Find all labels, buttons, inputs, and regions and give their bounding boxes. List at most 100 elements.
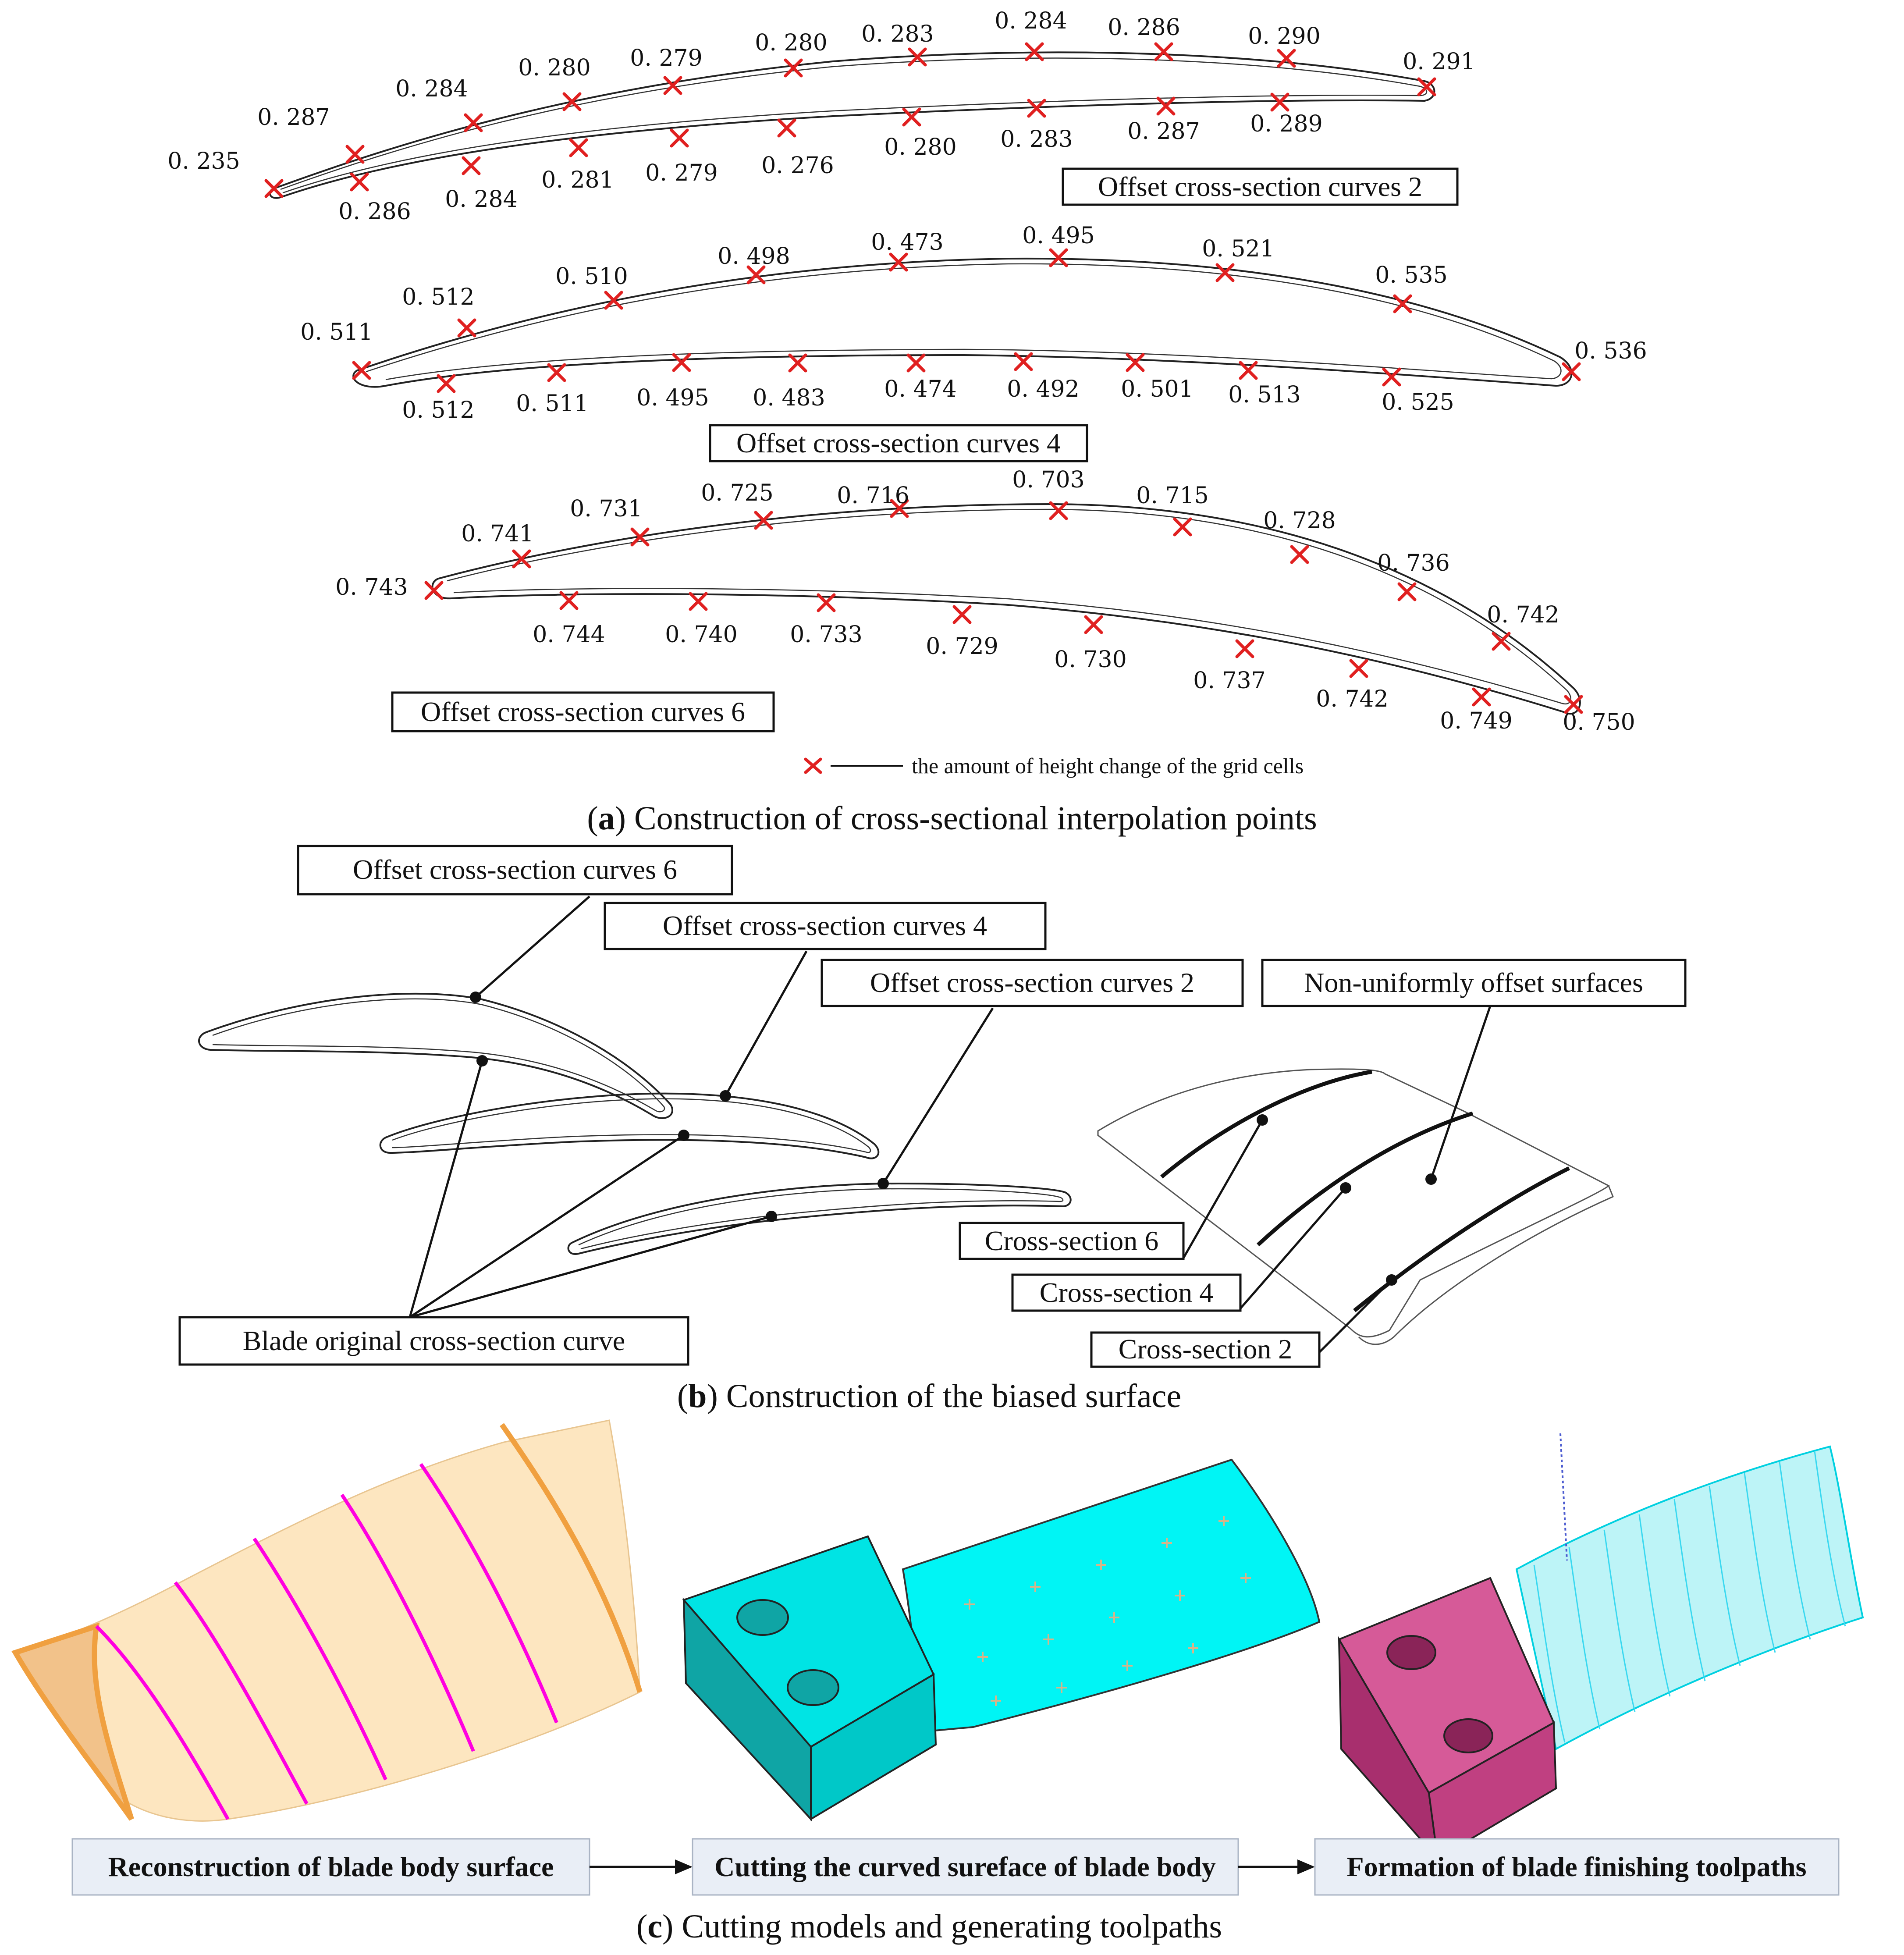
cross-marker (1239, 361, 1258, 380)
caption-b: (b) Construction of the biased surface (677, 1378, 1181, 1415)
cross-marker (1277, 49, 1296, 68)
curves4-upper-value: 0. 535 (1375, 262, 1447, 288)
cross-marker (1349, 659, 1368, 678)
cross-marker (689, 592, 708, 611)
curves2-upper-value: 0. 283 (861, 21, 934, 47)
cross-marker (1084, 615, 1103, 634)
cross-marker (784, 58, 803, 78)
curves6-lower-value: 0. 749 (1440, 708, 1512, 734)
b-curves4-box (604, 902, 1047, 950)
interpolation-markers (264, 42, 1583, 714)
curves4-lower-value: 0. 525 (1382, 389, 1454, 416)
curves4-lower-value: 0. 474 (884, 376, 956, 402)
curves2-upper-value: 0. 279 (630, 45, 702, 71)
cross-marker (1564, 695, 1583, 714)
curves2-upper-value: 0. 287 (257, 104, 330, 131)
cross-marker (788, 353, 807, 373)
curve4-inner (366, 263, 1562, 380)
caption-a-letter: a (598, 800, 615, 837)
cut-blade-surface (902, 1458, 1321, 1733)
surface-cross-section-6 (1160, 1070, 1372, 1179)
legend-text: the amount of height change of the grid … (912, 754, 1304, 778)
b-cs4-box (1011, 1273, 1242, 1312)
cross-marker (817, 593, 836, 612)
curves6-upper-value: 0. 703 (1012, 467, 1084, 493)
curves4-lower-value: 0. 513 (1228, 382, 1300, 408)
cross-marker (264, 179, 284, 198)
curves4-upper-value: 0. 510 (555, 263, 628, 290)
cross-marker (512, 549, 531, 569)
cross-marker (908, 47, 927, 67)
curves6-lower-value: 0. 737 (1193, 668, 1265, 694)
caption-c: (c) Cutting models and generating toolpa… (636, 1908, 1222, 1945)
cross-marker (952, 605, 972, 624)
curves4-lower-value: 0. 511 (516, 391, 588, 417)
b-curve6-outline (198, 992, 673, 1119)
cut-surface-image (682, 1458, 1321, 1822)
caption-a-text: Construction of cross-sectional interpol… (634, 800, 1317, 837)
curves6-lower-value: 0. 742 (1316, 686, 1388, 712)
curves6-upper-value: 0. 743 (335, 574, 408, 601)
b-curves2-box (821, 959, 1244, 1007)
panel-b: Offset cross-section curves 6 Offset cro… (178, 845, 1687, 1415)
surface-top-edge (1097, 1068, 1610, 1338)
toolpath-surface (1515, 1445, 1864, 1751)
curves6-upper-value: 0. 725 (701, 480, 773, 506)
blade-left-edge (11, 1622, 134, 1821)
step1-label: Reconstruction of blade body surface (108, 1851, 554, 1882)
step3-label: Formation of blade finishing toolpaths (1346, 1851, 1806, 1882)
curve4-outline (352, 257, 1573, 388)
cross-marker (1562, 362, 1581, 381)
b-cs2-label: Cross-section 2 (1119, 1333, 1292, 1365)
curve6-inner (447, 508, 1571, 705)
curves6-lower-value: 0. 740 (665, 622, 737, 648)
cross-marker (1049, 501, 1068, 520)
fixture-side (810, 1673, 937, 1821)
curve2-inner (280, 57, 1428, 194)
cross-marker (1025, 42, 1044, 61)
cross-marker (345, 145, 365, 164)
cross-marker (1014, 352, 1033, 371)
curves6-upper-value: 0. 742 (1487, 602, 1559, 628)
curves2-lower-value: 0. 286 (338, 199, 411, 225)
b-curves4-label: Offset cross-section curves 4 (663, 910, 987, 941)
offset-surface-assembly (1097, 1068, 1614, 1345)
step2-label: Cutting the curved sureface of blade bod… (714, 1851, 1216, 1882)
cross-marker (350, 172, 369, 192)
b-curves6-box (297, 845, 733, 896)
curves2-lower-value: 0. 276 (761, 153, 834, 179)
b-original-label: Blade original cross-section curve (243, 1325, 625, 1356)
curves4-upper-value: 0. 498 (718, 243, 790, 270)
curves6-label-box (391, 691, 775, 732)
curves4-lower-value: 0. 492 (1007, 376, 1079, 402)
toolpath-image (1338, 1433, 1864, 1862)
cross-marker (457, 318, 476, 338)
cross-marker (1393, 294, 1412, 313)
cross-marker (464, 113, 483, 132)
cross-marker (1173, 517, 1192, 537)
cross-marker (1235, 639, 1254, 658)
cross-marker (1154, 42, 1173, 61)
caption-c-letter: c (647, 1908, 662, 1945)
b-surfaces-label: Non-uniformly offset surfaces (1304, 967, 1643, 998)
cross-marker (902, 107, 921, 127)
legend: the amount of height change of the grid … (804, 754, 1304, 778)
curves4-label-box (709, 424, 1088, 462)
cross-marker (424, 581, 444, 600)
curves4-upper-value: 0. 511 (300, 319, 373, 345)
curves6-upper-value: 0. 715 (1136, 483, 1208, 509)
reconstructed-blade-image (11, 1419, 643, 1822)
cross-marker (1290, 545, 1309, 564)
blade-section-lines (95, 1463, 558, 1820)
toolpath-hole-2 (1443, 1718, 1493, 1753)
b-leaders (409, 896, 1492, 1353)
cross-marker (1126, 353, 1145, 372)
cross-marker (569, 138, 588, 157)
curves6-lower-value: 0. 744 (533, 622, 605, 648)
b-cs6-box (959, 1222, 1185, 1260)
cross-marker (746, 265, 766, 284)
curves6-upper-value: 0. 731 (570, 496, 642, 522)
curves2-lower-value: 0. 284 (445, 186, 517, 213)
